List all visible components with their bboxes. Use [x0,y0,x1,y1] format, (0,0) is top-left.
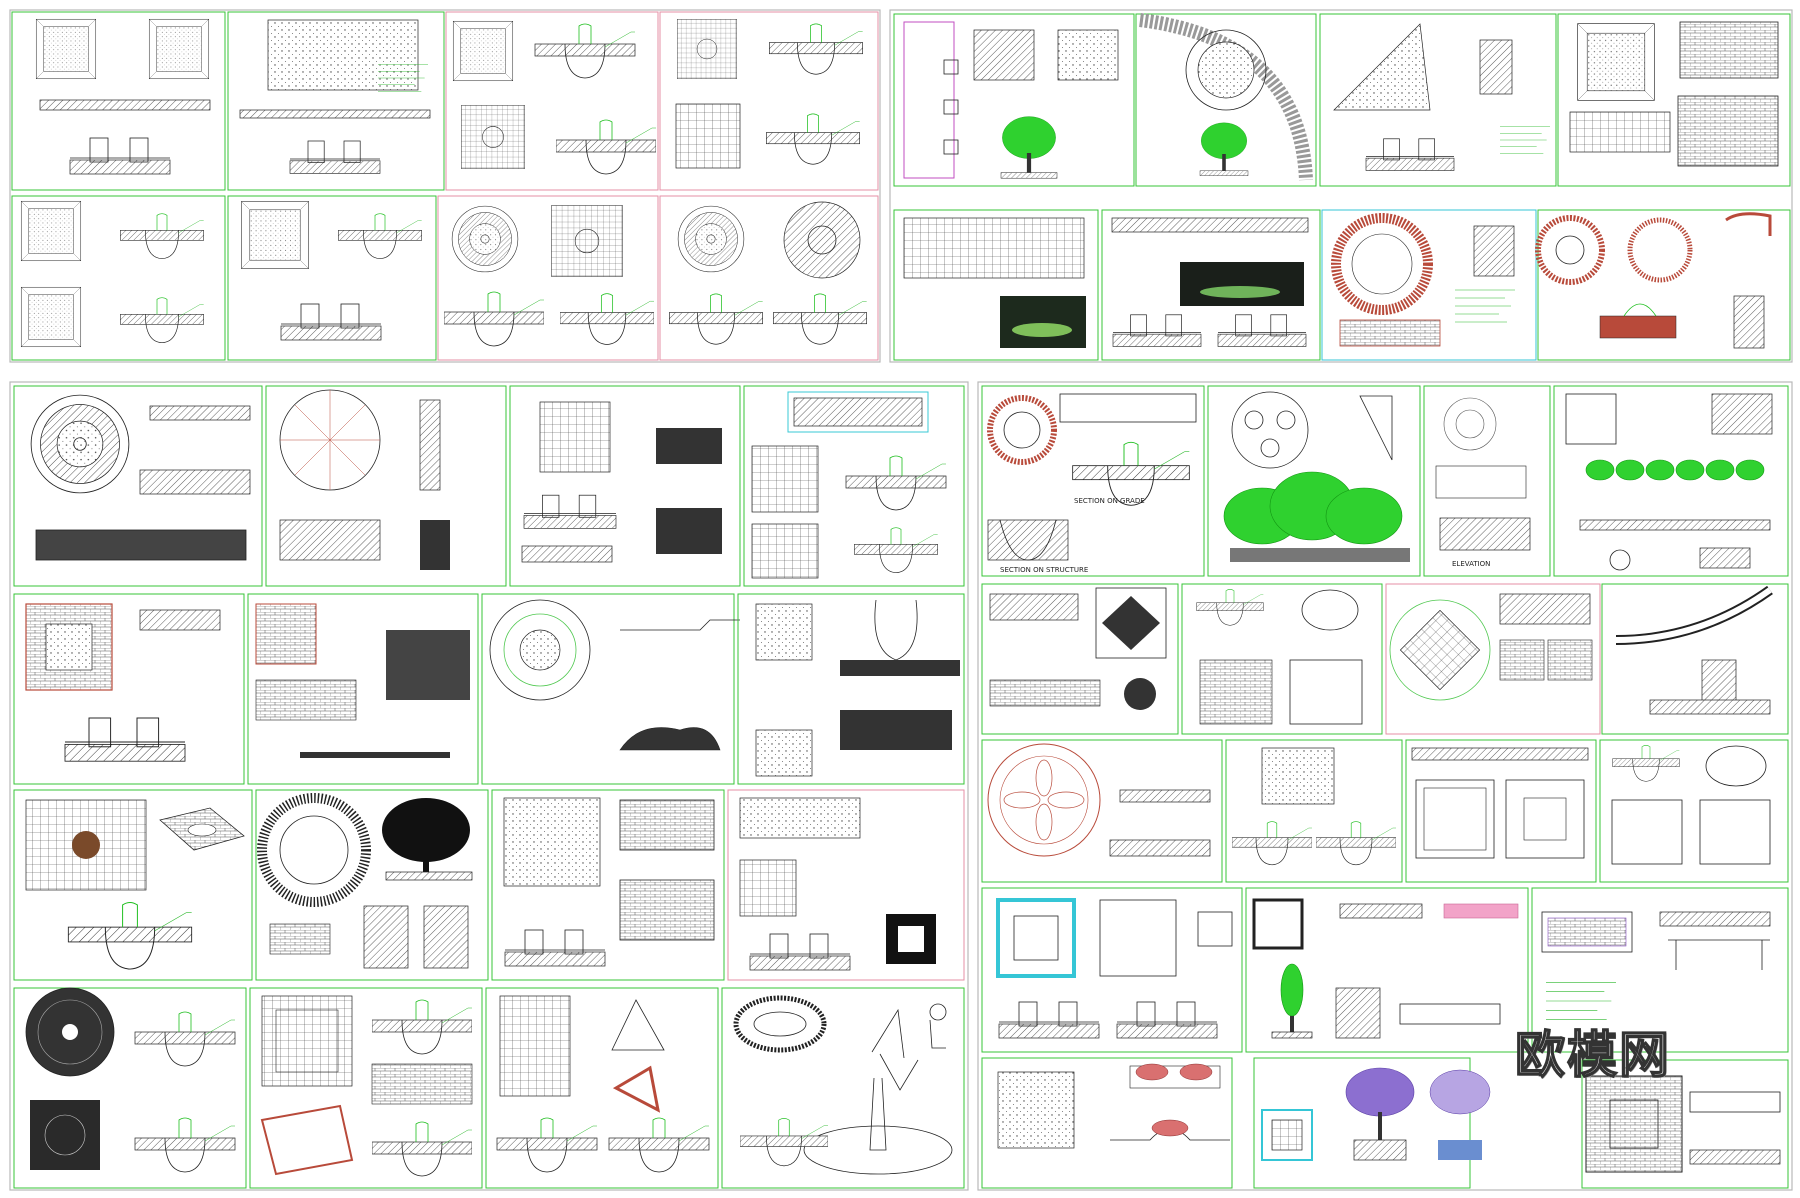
sheet-elevation-circle: ELEVATION [1423,385,1551,577]
sheet-column-elevation [893,13,1135,187]
sheet-purple-tree [1253,1057,1491,1189]
sheet-round-seat-pit [1535,209,1791,361]
sheet-square-pit-d [11,195,226,361]
brand-logo-text: 欧模网 [1514,1025,1671,1085]
section-grade-label: SECTION ON GRADE [1074,497,1145,505]
brand-logo: 欧模网 [1468,1016,1718,1086]
sheet-curved-wall [1601,583,1789,735]
sheet-square-pit-a [11,11,226,191]
palm-trees [1579,459,1771,540]
sheet-triple-tree-pit [1207,385,1421,577]
sheet-cypress-pit [1245,887,1529,1053]
sheet-brick-pit-elev [247,593,479,785]
sheet-bench-elevations [491,789,725,981]
sheet-raised-planter [743,385,965,587]
sheet-timber-pit [1581,1059,1789,1189]
sheet-ring-bench [1321,209,1537,361]
elevation-label: ELEVATION [1452,560,1490,568]
sheet-planter-box [1225,739,1403,883]
sheet-circular-plaza [1135,13,1317,187]
sheet-round-grid-pit [437,195,659,361]
tree-row-elevation [1223,471,1410,562]
sheet-concentric-pit [481,593,740,785]
panel-group-middle-left [9,381,969,1191]
sheet-bench-detail [1531,887,1789,1053]
sheet-oval-pit [1181,583,1383,735]
sheet-rosette-paving [981,739,1223,883]
sheet-tree-grate-columns [737,593,965,785]
sheet-brick-square-pit [13,593,245,785]
sheet-long-pool [227,11,445,191]
sheet-paving-grid-iso [13,789,253,981]
sheet-framed-grid-pit [249,987,483,1189]
sheet-round-ring-pit [659,195,879,361]
sheet-section-grade-structure: SECTION ON GRADE SECTION ON STRUCTURE [981,385,1205,577]
panel-group-top-right [889,9,1793,363]
sheet-diamond-grate [1385,583,1601,735]
sheet-linear-planter [1101,209,1321,361]
sheet-ring-tree-elev [255,789,489,981]
sheet-square-pit-e [227,195,437,361]
sheet-oval-tree-bench [721,987,965,1189]
section-structure-label: SECTION ON STRUCTURE [1000,566,1088,574]
sheet-triangle-planter [485,987,719,1189]
sheet-round-grate-dark [13,987,247,1189]
sheet-round-grate-detail [13,385,263,587]
sheet-square-planter-sections [509,385,741,587]
sheet-grass-pit [981,1057,1233,1189]
sheet-square-frame-plans [1405,739,1597,883]
sheet-railing-pit [981,583,1179,735]
panel-group-top-left [9,9,881,363]
panel-group-middle-right: SECTION ON GRADE SECTION ON STRUCTURE [977,381,1793,1191]
sheet-black-square-pit [727,789,965,981]
sheet-radial-paving [265,385,507,587]
sheet-oval-planter-b [1599,739,1789,883]
sheet-triangle-pit [1319,13,1557,187]
sheet-palm-elevation [1553,385,1789,577]
sheet-square-ring-pit [981,887,1243,1053]
sheet-square-pit-c [659,11,879,191]
sheet-square-bench-pit [1557,13,1791,187]
sheet-square-pit-b [445,11,659,191]
sheet-long-planter-photo [893,209,1099,361]
